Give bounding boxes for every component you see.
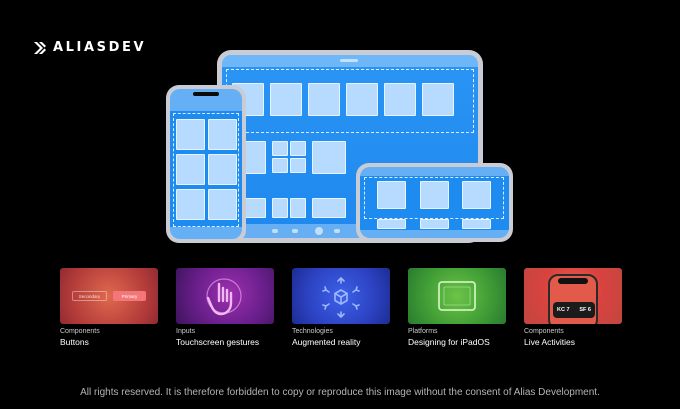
iphone-dynamic-island <box>193 92 219 96</box>
iphone-nav-bar <box>170 89 242 111</box>
iphone-landscape-card <box>462 219 491 229</box>
iphone-card <box>176 189 205 220</box>
ipad-card <box>290 158 306 173</box>
ipad-card <box>290 198 306 218</box>
ipad-card <box>312 198 346 218</box>
iphone-landscape-card <box>420 219 449 229</box>
card-title[interactable]: Live Activities <box>524 337 576 347</box>
card-category: Technologies <box>292 328 333 335</box>
iphone-landscape-mockup <box>356 163 513 242</box>
ipad-card <box>290 141 306 156</box>
card-category: Inputs <box>176 328 196 335</box>
ipad-card <box>272 141 288 156</box>
iphone-landscape-tab-bar <box>360 230 509 238</box>
iphone-card <box>176 154 205 185</box>
iphone-landscape-section <box>364 177 504 219</box>
iphone-card <box>208 154 237 185</box>
score-right: SF 6 <box>579 307 591 313</box>
card-category: Components <box>60 328 100 335</box>
iphone-card <box>208 119 237 150</box>
ipad-tab-item <box>292 229 298 233</box>
ar-cube-icon <box>322 277 360 318</box>
score-left: KC 7 <box>557 307 570 313</box>
card-title[interactable]: Touchscreen gestures <box>176 337 260 347</box>
card-title[interactable]: Buttons <box>60 337 89 347</box>
card-category: Components <box>524 328 564 335</box>
iphone-portrait-screen <box>170 89 242 239</box>
ipad-card <box>422 83 454 116</box>
iphone-landscape-screen <box>360 167 509 238</box>
ipados-thumbnail[interactable] <box>408 268 506 324</box>
ipad-card <box>346 83 378 116</box>
primary-button-preview: Primary <box>113 291 146 301</box>
hand-pointer-icon <box>206 278 242 316</box>
ipad-card <box>308 83 340 116</box>
iphone-tab-bar <box>170 227 242 239</box>
iphone-landscape-card <box>420 181 449 209</box>
iphone-content-section <box>173 113 239 227</box>
card-title[interactable]: Designing for iPadOS <box>408 337 490 347</box>
ipad-card <box>384 83 416 116</box>
live-activities-thumbnail[interactable]: KC 7 SF 6 <box>524 268 622 324</box>
iphone-card <box>176 119 205 150</box>
buttons-thumbnail[interactable]: Secondary Primary <box>60 268 158 324</box>
iphone-portrait-mockup <box>166 85 246 243</box>
ipad-card <box>272 198 288 218</box>
ipad-card <box>270 83 302 116</box>
ipad-tab-item <box>315 227 323 235</box>
copyright-notice: All rights reserved. It is therefore for… <box>80 387 600 398</box>
secondary-button-preview: Secondary <box>72 291 107 301</box>
touchscreen-gestures-thumbnail[interactable] <box>176 268 274 324</box>
ipad-mockup <box>217 50 483 243</box>
ipad-icon <box>438 281 476 311</box>
card-title[interactable]: Augmented reality <box>292 337 361 347</box>
card-category: Platforms <box>408 328 438 335</box>
dynamic-island-preview <box>558 278 588 284</box>
ipad-nav-title <box>340 59 358 62</box>
ipad-card <box>272 158 288 173</box>
brand-name: ALIASDEV <box>53 40 147 55</box>
ipad-card <box>312 141 346 174</box>
brand-logo: ALIASDEV <box>33 40 146 55</box>
ipad-tab-item <box>334 229 340 233</box>
ipad-tab-item <box>272 229 278 233</box>
live-activity-banner: KC 7 SF 6 <box>553 302 595 318</box>
augmented-reality-thumbnail[interactable] <box>292 268 390 324</box>
ipad-screen <box>222 55 478 238</box>
iphone-landscape-card <box>377 181 406 209</box>
aliasdev-logo-icon <box>34 41 46 54</box>
iphone-card <box>208 189 237 220</box>
iphone-landscape-nav-bar <box>360 167 509 176</box>
iphone-landscape-card <box>462 181 491 209</box>
iphone-landscape-card <box>377 219 406 229</box>
